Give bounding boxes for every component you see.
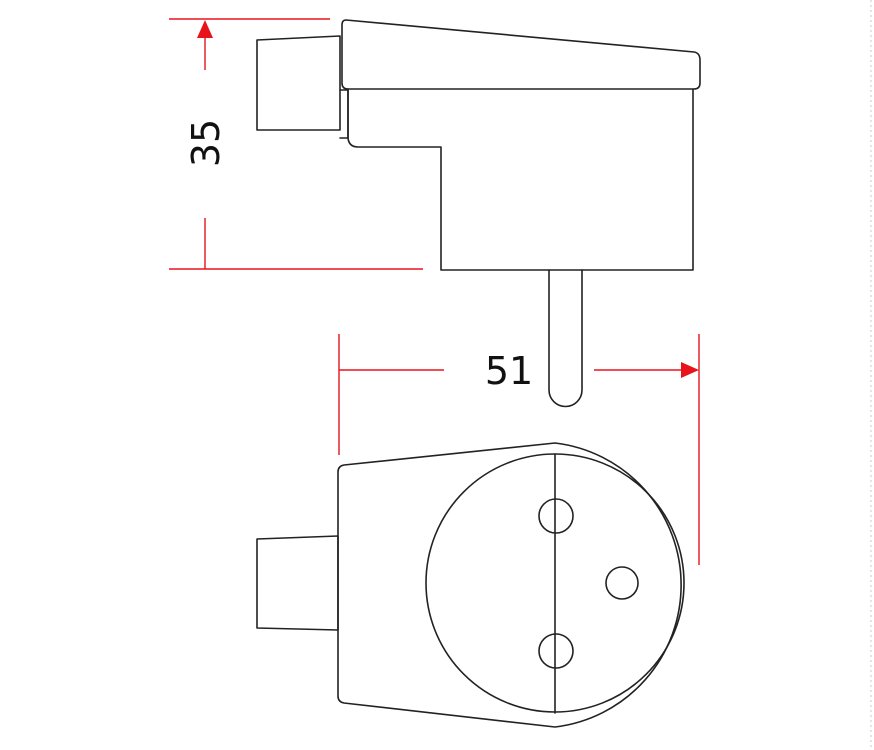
side-body [347, 88, 694, 271]
width-arrowhead-icon [681, 362, 699, 378]
height-label: 35 [184, 119, 228, 167]
side-relief-collar [339, 89, 349, 139]
width-dimension: 51 [338, 334, 700, 565]
width-label: 51 [485, 349, 533, 393]
height-arrowhead-icon [197, 20, 213, 38]
side-cable-strain-relief [256, 35, 341, 131]
plug-front-view [256, 442, 685, 728]
plug-side-view [256, 19, 701, 408]
side-top-cover [341, 19, 701, 90]
earth-contact-hole [605, 566, 639, 600]
socket-hole-top [538, 498, 574, 534]
front-housing [337, 442, 682, 728]
height-dimension: 35 [169, 18, 423, 270]
front-cable-strain-relief [256, 535, 339, 631]
side-pin [548, 269, 583, 408]
socket-hole-bottom [538, 633, 574, 669]
